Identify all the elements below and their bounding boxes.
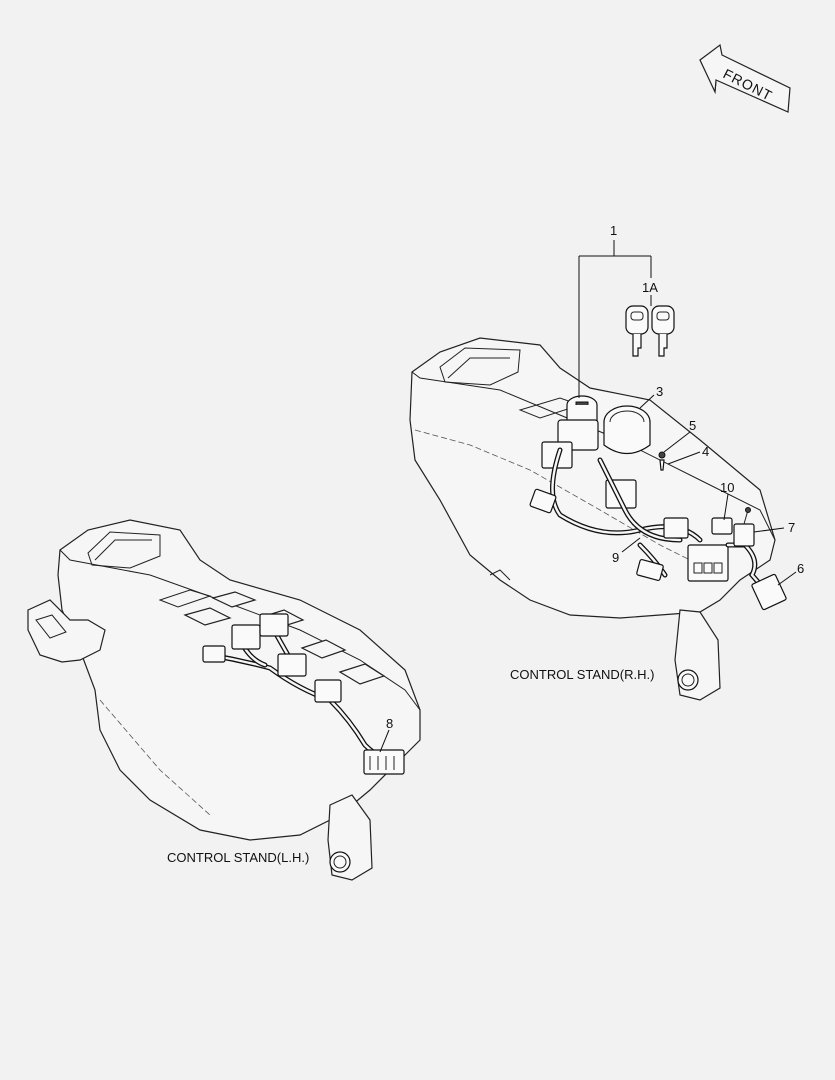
leader-8 xyxy=(379,729,390,753)
leaders-rh xyxy=(578,240,797,586)
front-arrow-icon: FRONT xyxy=(699,43,791,113)
key-icon xyxy=(625,305,675,357)
callout-6: 6 xyxy=(797,561,804,576)
switch-cap-icon xyxy=(603,405,651,455)
toggle-switch-icon xyxy=(733,507,755,547)
control-stand-rh xyxy=(409,337,776,701)
callout-5: 5 xyxy=(689,418,696,433)
callout-1: 1 xyxy=(610,223,617,238)
screw-icon xyxy=(658,451,666,471)
connector-icon xyxy=(529,488,787,611)
callout-10: 10 xyxy=(720,480,734,495)
callout-4: 4 xyxy=(702,444,709,459)
control-stand-lh xyxy=(27,519,421,881)
callout-3: 3 xyxy=(656,384,663,399)
callout-9: 9 xyxy=(612,550,619,565)
connector-icon-lh xyxy=(202,645,405,775)
callout-1a: 1A xyxy=(642,280,658,295)
callout-7: 7 xyxy=(788,520,795,535)
caption-lh: CONTROL STAND(L.H.) xyxy=(167,850,309,865)
relay-icon-lh xyxy=(231,613,342,703)
caption-rh: CONTROL STAND(R.H.) xyxy=(510,667,654,682)
callout-8: 8 xyxy=(386,716,393,731)
